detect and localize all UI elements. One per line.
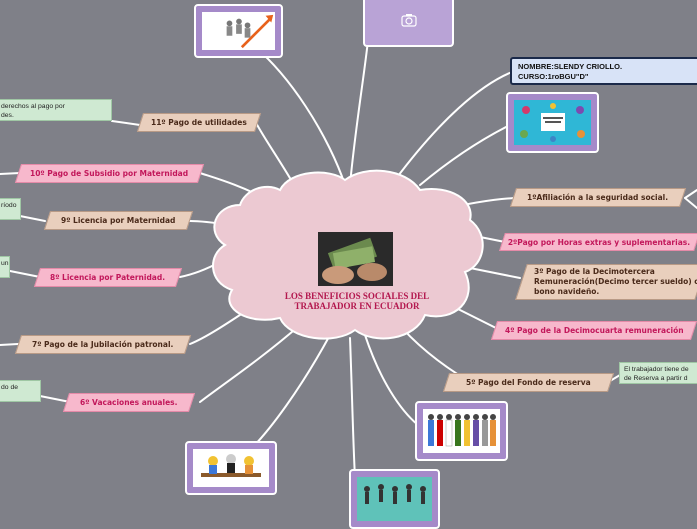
note-fondo-reserva: El trabajador tiene de de Reserva a part…	[619, 362, 697, 384]
topic-4-label: 4º Pago de la Decimocuarta remuneración	[504, 326, 684, 335]
image-meeting-workers[interactable]	[185, 441, 277, 495]
workers-group-icon	[428, 414, 496, 447]
social-benefits-icon	[520, 103, 585, 142]
topic-4-decimocuarta[interactable]: 4º Pago de la Decimocuarta remuneración	[490, 321, 697, 340]
image-social-benefits[interactable]	[506, 92, 599, 153]
note-licencia-paternidad-text: un	[1, 260, 9, 267]
topic-3-decimotercera[interactable]: 3º Pago de la Decimotercera Remuneración…	[515, 264, 697, 300]
note-licencia-paternidad: un	[0, 256, 10, 278]
topic-5-label: 5º Pago del Fondo de reserva	[466, 378, 591, 387]
note-licencia-maternidad: ríodo	[0, 198, 21, 220]
central-topic[interactable]: LOS BENEFICIOS SOCIALES DEL TRABAJADOR E…	[262, 291, 452, 311]
image-workers-group[interactable]	[415, 401, 508, 461]
success-stairs-icon	[226, 14, 274, 49]
topic-9-label: 9º Licencia por Maternidad	[61, 216, 176, 225]
image-celebrating-people[interactable]	[349, 469, 440, 529]
topic-7-label: 7º Pago de la Jubilación patronal.	[32, 340, 174, 349]
topic-9-licencia-maternidad[interactable]: 9º Licencia por Maternidad	[43, 211, 194, 230]
topic-2-horas-extras[interactable]: 2ºPago por Horas extras y suplementarias…	[499, 233, 697, 251]
topic-7-jubilacion[interactable]: 7º Pago de la Jubilación patronal.	[14, 335, 192, 354]
student-info-box: NOMBRE:SLENDY CRIOLLO. CURSO:1roBGU"D"	[510, 57, 697, 85]
meeting-workers-icon	[201, 454, 261, 477]
topic-3-line2: Remuneración(Decimo tercer sueldo) o	[534, 277, 697, 286]
celebrating-people-icon	[364, 484, 426, 504]
central-title-line1: LOS BENEFICIOS SOCIALES DEL	[284, 291, 430, 301]
topic-2-label: 2ºPago por Horas extras y suplementarias…	[508, 237, 691, 247]
topic-1-label: 1ºAfiliación a la seguridad social.	[527, 193, 669, 202]
image-placeholder[interactable]	[363, 0, 454, 47]
note-fondo-reserva-line2: de Reserva a partir d	[624, 375, 688, 382]
camera-icon	[400, 13, 417, 27]
topic-10-subsidio-maternidad[interactable]: 10º Pago de Subsidio por Maternidad	[14, 164, 205, 183]
topic-11-utilidades[interactable]: 11º Pago de utilidades	[136, 113, 262, 132]
topic-11-label: 11º Pago de utilidades	[151, 118, 247, 127]
topic-10-label: 10º Pago de Subsidio por Maternidad	[30, 169, 189, 178]
note-licencia-maternidad-text: ríodo	[1, 202, 17, 209]
topic-6-label: 6º Vacaciones anuales.	[80, 398, 178, 407]
topic-8-label: 8º Licencia por Paternidad.	[50, 273, 166, 282]
note-utilidades-line1: derechos al pago por	[1, 103, 65, 110]
note-utilidades-line2: des.	[1, 112, 14, 119]
note-vacaciones: do de	[0, 380, 41, 402]
topic-1-afiliacion[interactable]: 1ºAfiliación a la seguridad social.	[509, 188, 687, 207]
student-name: NOMBRE:SLENDY CRIOLLO.	[518, 62, 623, 71]
central-title-line2: TRABAJADOR EN ECUADOR	[294, 301, 420, 311]
topic-3-line3: bono navideño.	[534, 287, 600, 296]
topic-5-fondo-reserva[interactable]: 5º Pago del Fondo de reserva	[442, 373, 615, 392]
note-utilidades: derechos al pago por des.	[0, 99, 112, 121]
money-hands-icon	[318, 232, 393, 286]
topic-3-line1: 3º Pago de la Decimotercera	[534, 267, 655, 276]
note-vacaciones-text: do de	[1, 384, 19, 391]
topic-6-vacaciones[interactable]: 6º Vacaciones anuales.	[62, 393, 196, 412]
image-success-stairs[interactable]	[194, 4, 283, 58]
student-course: CURSO:1roBGU"D"	[518, 72, 589, 81]
note-fondo-reserva-line1: El trabajador tiene de	[624, 366, 689, 373]
topic-8-licencia-paternidad[interactable]: 8º Licencia por Paternidad.	[33, 268, 183, 287]
